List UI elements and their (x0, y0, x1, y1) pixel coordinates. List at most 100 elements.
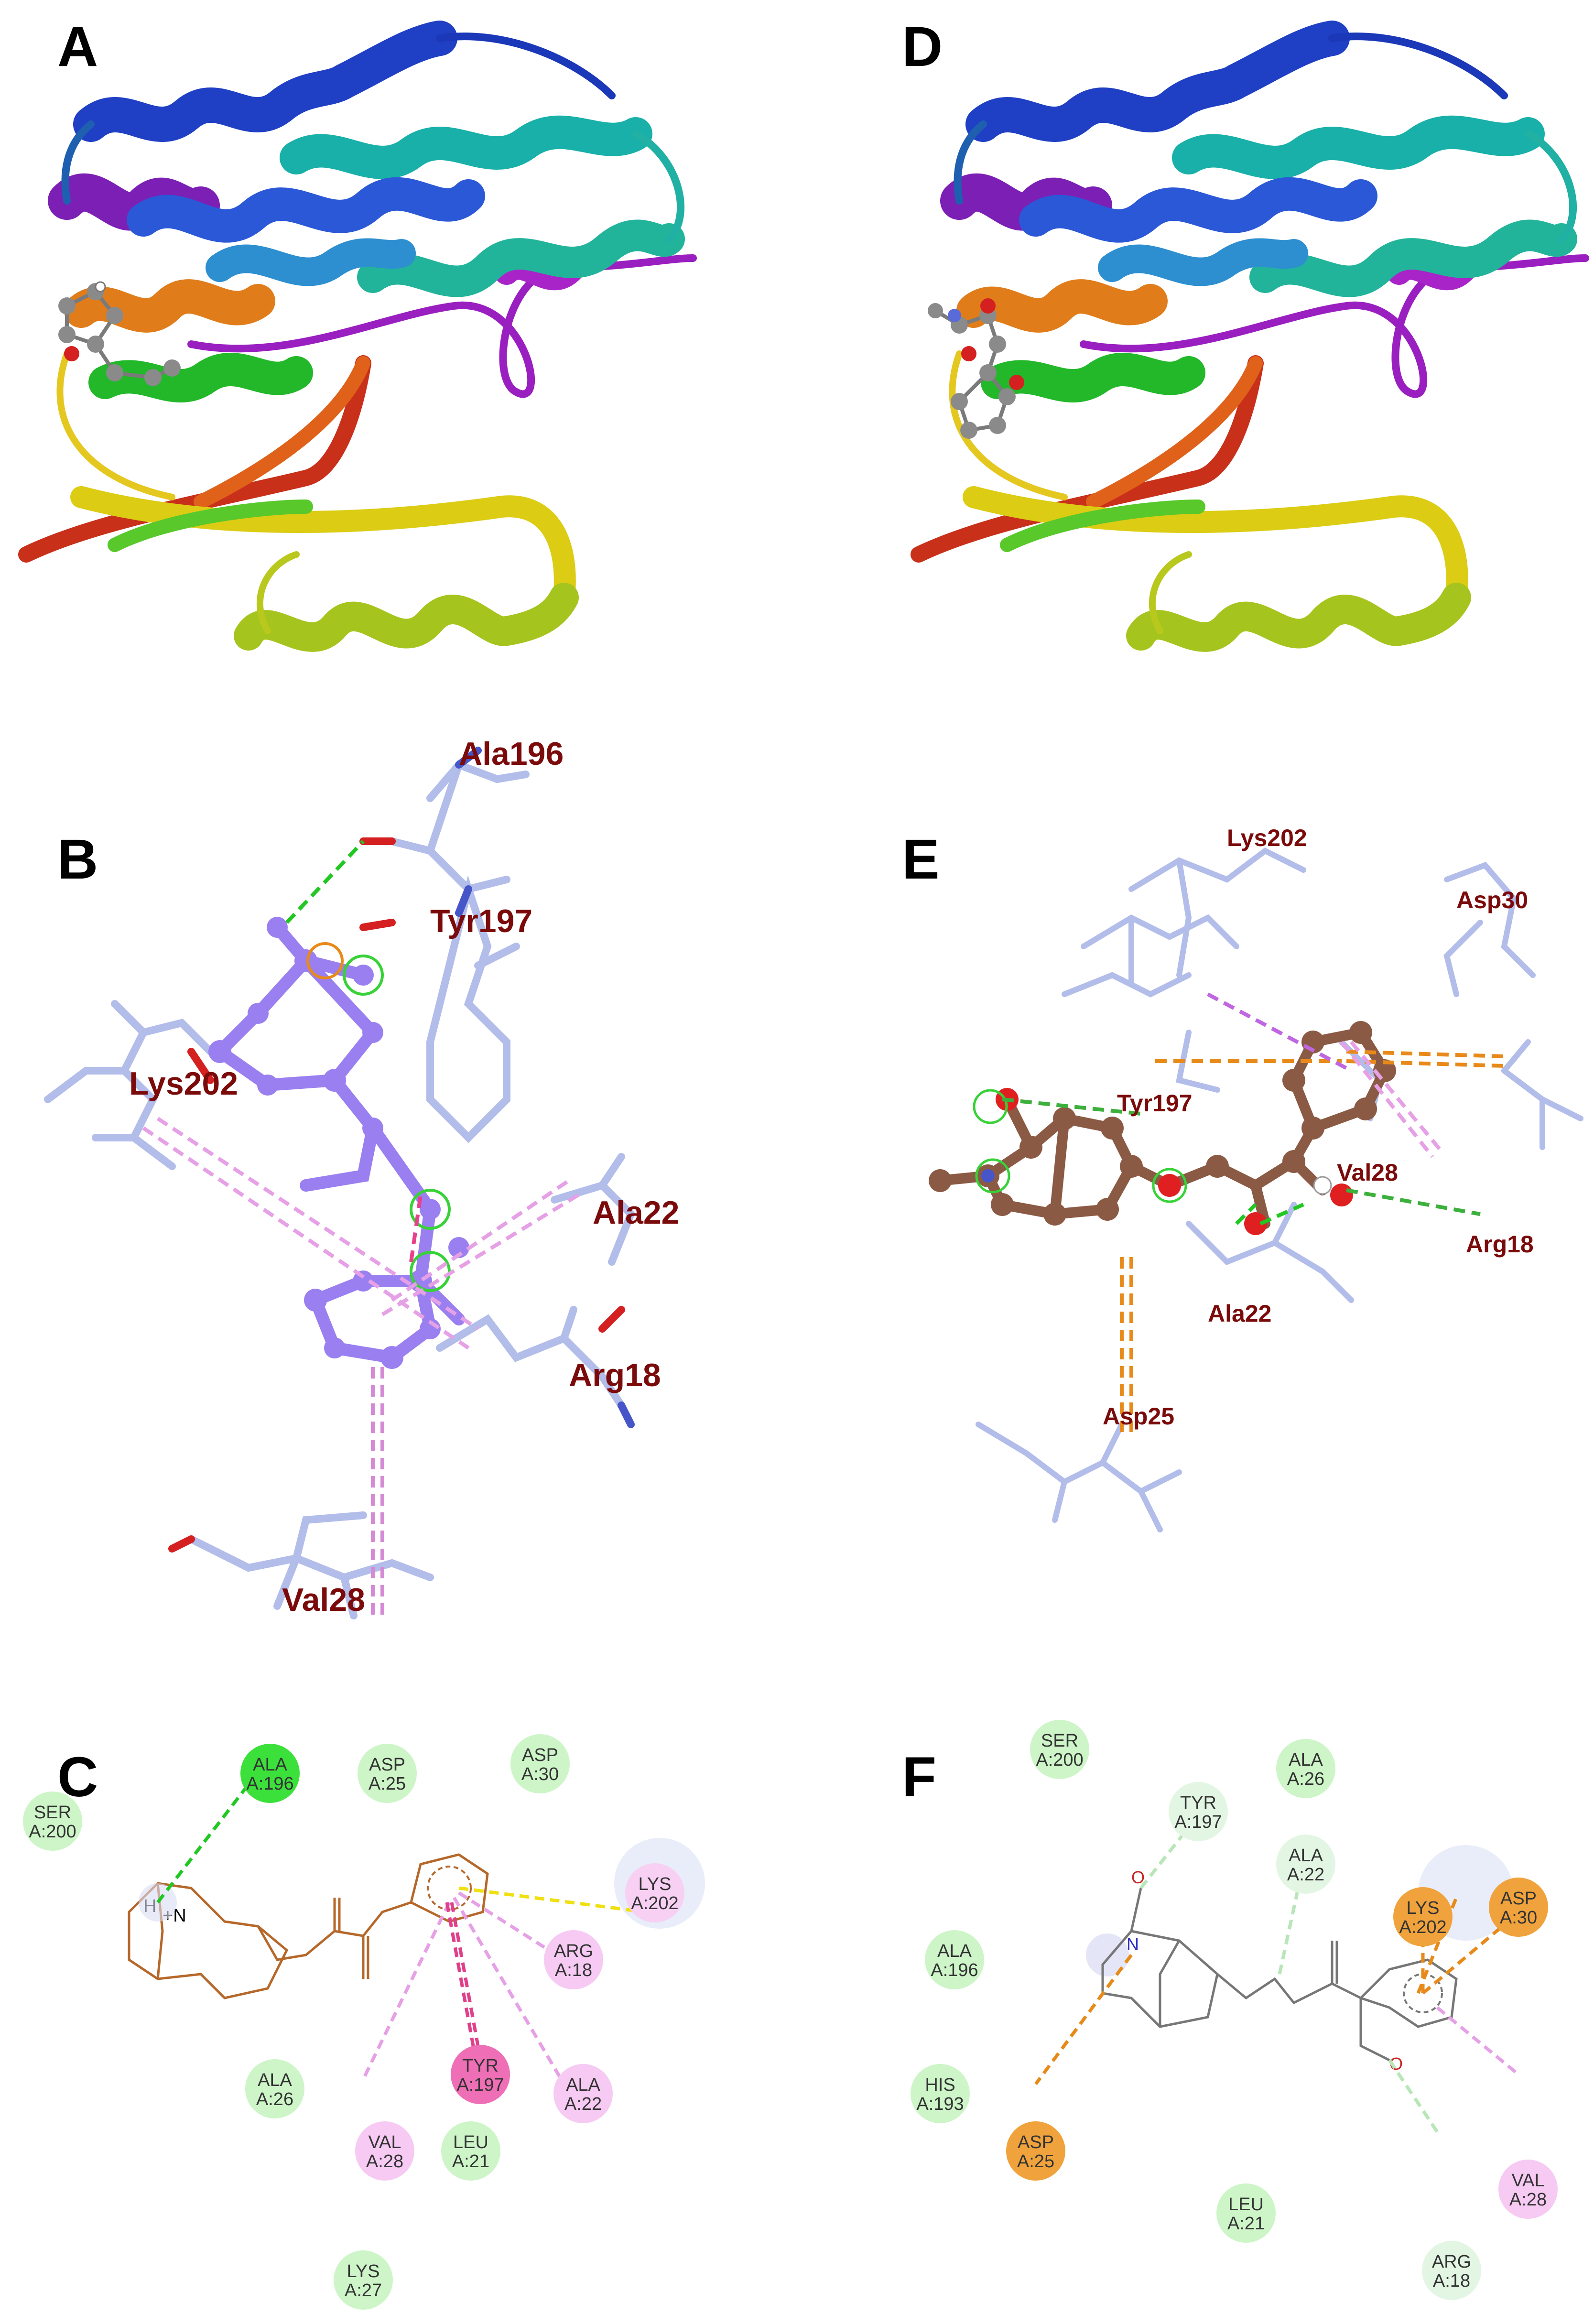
protein-ribbon-a (18, 21, 697, 652)
residue-number: A:30 (521, 1764, 559, 1784)
residue-code: HIS (925, 2075, 955, 2095)
res-label-asp25-e: Asp25 (1103, 1403, 1174, 1430)
residue-circles-f: SERA:200TYRA:197ALAA:26ALAA:22ASPA:30LYS… (911, 1720, 1558, 2300)
panel-label-c: C (57, 1746, 98, 1809)
ribbon-helix-blue-top (73, 21, 457, 142)
residue-number: A:28 (1509, 2190, 1547, 2210)
interaction-lines-c (156, 1777, 646, 2085)
residue-number: A:196 (931, 1960, 978, 1980)
residue-number: A:202 (631, 1893, 678, 1913)
ribbon-helix-blue-light (206, 238, 416, 286)
binding-site-3d-e: Lys202 Asp30 Tyr197 Val28 Arg18 Ala22 As… (929, 825, 1583, 1532)
ribbon-helix-cyan-right (280, 115, 652, 179)
residue-code: ASP (522, 1745, 558, 1765)
residue-circles-c: ALAA:196ASPA:25ASPA:30SERA:200LYSA:202AR… (23, 1734, 684, 2310)
res-label-ala22-e: Ala22 (1208, 1300, 1271, 1327)
residue-code: LYS (1406, 1898, 1439, 1918)
ribbon-helix-yellowgreen (234, 583, 579, 652)
residue-code: LYS (638, 1874, 671, 1894)
residue-code: SER (34, 1803, 71, 1823)
ligand-skeleton-f (1101, 1888, 1458, 2062)
residue-code: ASP (1500, 1889, 1537, 1909)
residue-code: ALA (937, 1941, 972, 1961)
panel-label-a: A (57, 15, 98, 78)
residue-number: A:21 (452, 2151, 489, 2172)
res-label-val28-e: Val28 (1337, 1159, 1398, 1186)
residue-number: A:21 (1227, 2214, 1265, 2234)
residue-code: LYS (347, 2261, 380, 2281)
residue-number: A:193 (916, 2094, 964, 2114)
panel-label-f: F (902, 1746, 937, 1809)
residue-code: ASP (1018, 2132, 1054, 2152)
residue-number: A:26 (256, 2089, 293, 2109)
res-label-ala196-b: Ala196 (459, 736, 564, 772)
ligand-atoms-e (929, 1021, 1396, 1226)
residue-code: TYR (462, 2056, 499, 2076)
ribbon-strand-red (18, 355, 371, 563)
residue-number: A:22 (564, 2094, 602, 2114)
ligand-atom-n-f: N (1127, 1934, 1139, 1954)
ribbon-strand-orange (194, 356, 370, 509)
residue-code: ALA (253, 1755, 287, 1775)
res-label-lys202-e: Lys202 (1227, 825, 1307, 851)
residue-code: VAL (1511, 2171, 1544, 2191)
residue-number: A:18 (555, 1960, 592, 1980)
residue-code: ASP (369, 1755, 405, 1775)
ribbon-strand-yellow (70, 486, 576, 608)
binding-site-3d-b: Ala196 Tyr197 Lys202 Ala22 Arg18 Val28 (44, 736, 679, 1619)
interaction-lines-e (1002, 992, 1505, 1439)
ribbon-strand-green (108, 500, 313, 552)
residue-code: SER (1041, 1731, 1078, 1751)
ribbon-helix-cyan-lower (357, 219, 685, 297)
residue-number: A:22 (1287, 1865, 1324, 1885)
residue-number: A:27 (345, 2281, 382, 2301)
interaction-markers-e (973, 1089, 1187, 1203)
residue-number: A:197 (456, 2075, 504, 2095)
residue-code: LEU (453, 2132, 488, 2152)
ligand-atoms-a (58, 281, 181, 386)
receptor-sticks-b (44, 760, 636, 1619)
panel-label-d: D (902, 15, 943, 78)
res-label-lys202-b: Lys202 (129, 1065, 238, 1102)
panel-b: B (0, 707, 797, 1663)
residue-code: ALA (566, 2075, 600, 2095)
residue-number: A:28 (366, 2151, 403, 2172)
panel-label-e: E (902, 828, 940, 891)
residue-number: A:200 (29, 1822, 76, 1842)
receptor-heteroatoms-b (168, 747, 635, 1553)
ribbon-loop-blue-left (61, 120, 95, 205)
residue-number: A:30 (1500, 1908, 1537, 1928)
residue-number: A:200 (1036, 1750, 1083, 1770)
receptor-sticks-e (976, 847, 1583, 1532)
panel-a: A (0, 0, 797, 707)
panel-e: E (797, 707, 1594, 1663)
panel-d: D (797, 0, 1594, 707)
ribbon-loop-yellowgreen (256, 551, 300, 634)
panel-label-b: B (57, 828, 98, 891)
res-label-tyr197-b: Tyr197 (430, 903, 532, 939)
residue-number: A:18 (1433, 2271, 1470, 2291)
interaction-diagram-2d-c: H +N ALAA:196ASPA:25ASPA:30SERA:200LYSA:… (23, 1734, 705, 2310)
residue-code: ALA (1289, 1846, 1323, 1866)
